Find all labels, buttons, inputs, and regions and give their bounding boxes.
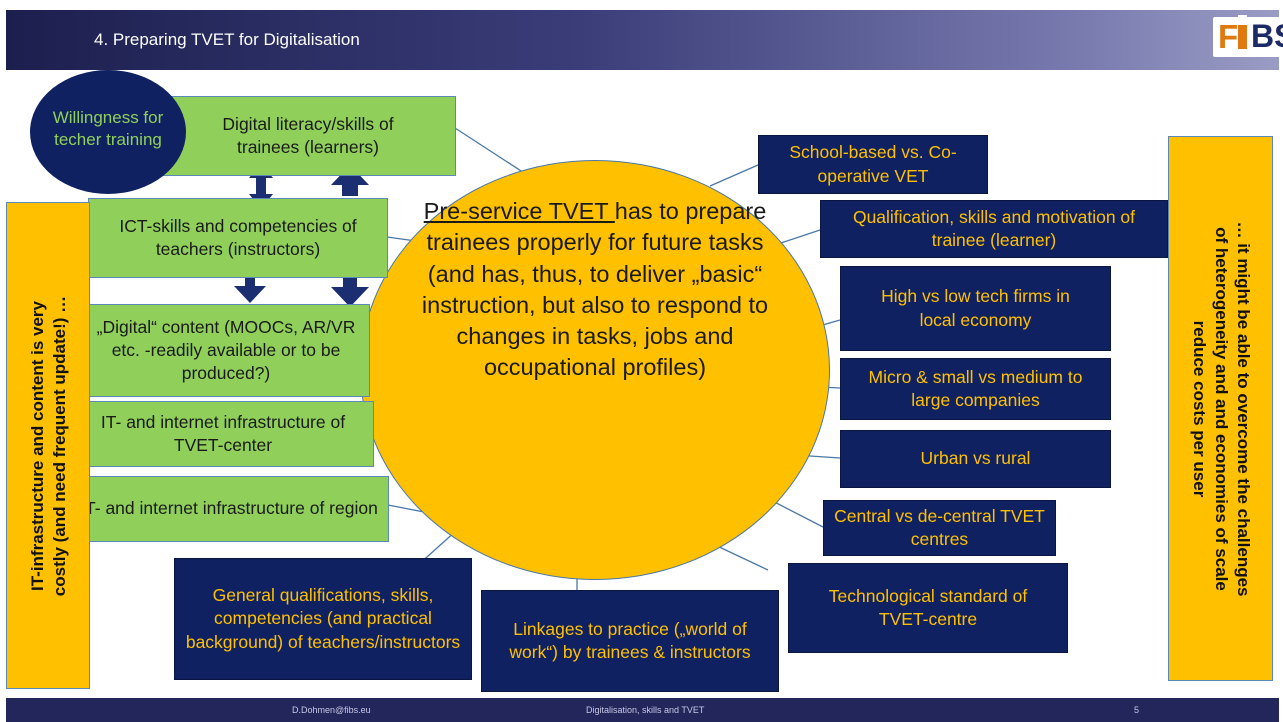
green-box-ict-skills: ICT-skills and competencies of teachers … (88, 198, 388, 278)
green-box-digital-literacy: Digital literacy/skills of trainees (lea… (160, 96, 456, 176)
right-bar-line2: of heterogeneity and and economies of sc… (1212, 227, 1231, 591)
up-arrow-icon (331, 165, 369, 196)
green-box-digital-content: „Digital“ content (MOOCs, AR/VR etc. -re… (70, 304, 370, 397)
slide-header: 4. Preparing TVET for Digitalisation (6, 10, 1279, 70)
green-box-it-infra-center: IT- and internet infrastructure of TVET-… (58, 401, 374, 467)
connector-line (709, 164, 759, 187)
green-box-it-infra-region: IT- and internet infrastructure of regio… (55, 476, 389, 542)
navy-box-tech-firms: High vs low tech firms in local economy (840, 266, 1111, 351)
right-bar-line1: … it might be able to overcome the chall… (1234, 221, 1253, 597)
navy-box-company-size: Micro & small vs medium to large compani… (840, 358, 1111, 420)
navy-box-general-qualifications: General qualifications, skills, competen… (174, 558, 472, 680)
right-bar-text: … it might be able to overcome the chall… (1188, 144, 1254, 674)
navy-box-school-based: School-based vs. Co-operative VET (758, 135, 988, 194)
navy-box-qualification: Qualification, skills and motivation of … (820, 200, 1168, 258)
left-bar-line1: IT-infrastructure and content is very (28, 301, 47, 592)
willingness-ellipse: Willingness for techer training (30, 70, 186, 194)
center-statement-underlined: Pre-service TVET (423, 198, 615, 224)
slide-footer: D.Dohmen@fibs.eu Digitalisation, skills … (6, 698, 1279, 722)
down-arrow-icon (331, 276, 369, 307)
left-bar-text: IT-infrastructure and content is very co… (27, 206, 71, 686)
left-bar: IT-infrastructure and content is very co… (6, 202, 90, 689)
right-bar-line3: reduce costs per user (1190, 320, 1209, 498)
center-statement-text: has to prepare trainees properly for fut… (421, 198, 769, 381)
fibs-logo: F BS (1213, 15, 1283, 57)
navy-box-linkages: Linkages to practice („world of work“) b… (481, 590, 779, 692)
center-statement: Pre-service TVET has to prepare trainees… (420, 196, 770, 384)
footer-email: D.Dohmen@fibs.eu (292, 705, 371, 715)
down-arrow-icon (234, 274, 266, 303)
navy-box-central: Central vs de-central TVET centres (823, 500, 1056, 556)
footer-topic: Digitalisation, skills and TVET (586, 705, 705, 715)
slide-title: 4. Preparing TVET for Digitalisation (94, 30, 360, 49)
navy-box-tech-standard: Technological standard of TVET-centre (788, 563, 1068, 653)
footer-page-number: 5 (1134, 705, 1140, 715)
connector-line (714, 544, 769, 571)
left-bar-line2: costly (and need frequent update!) … (50, 295, 69, 597)
right-bar: … it might be able to overcome the chall… (1168, 136, 1273, 681)
center-circle (360, 160, 830, 580)
navy-box-urban-rural: Urban vs rural (840, 430, 1111, 488)
